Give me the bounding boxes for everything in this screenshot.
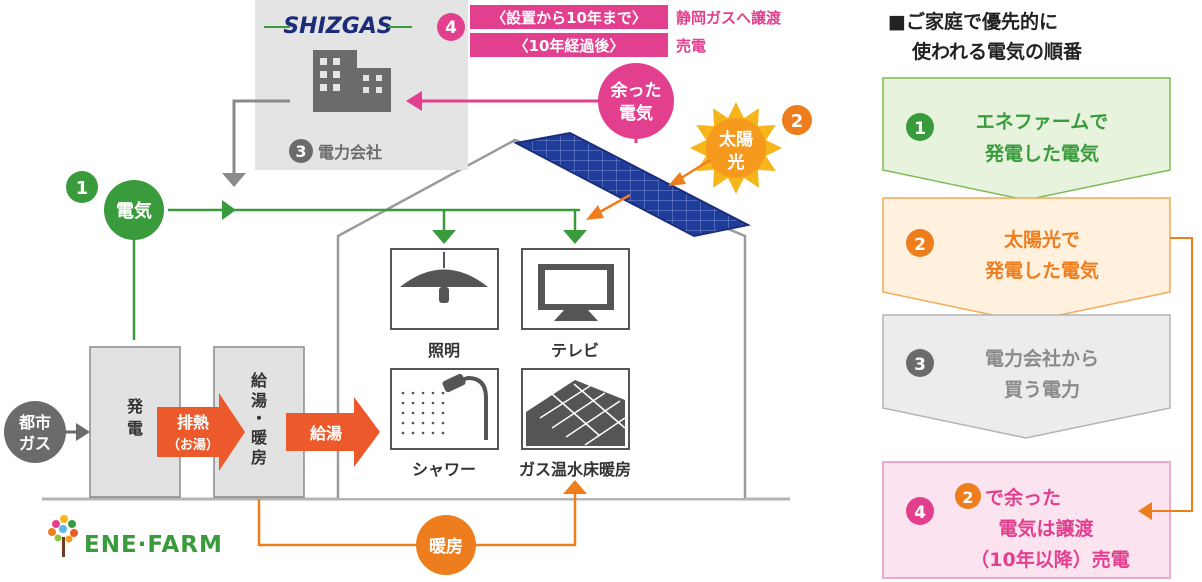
grid-arrow-head [222, 173, 246, 187]
priority-title-2: 使われる電気の順番 [911, 40, 1083, 63]
svg-text:・: ・ [251, 409, 267, 428]
sun-icon [690, 102, 782, 194]
floor-heating-label: ガス温水床暖房 [519, 460, 631, 479]
priority-title-1: ■ご家庭で優先的に [888, 10, 1058, 33]
shizgas-logo: SHIZGAS [283, 14, 392, 39]
svg-text:エネファームで: エネファームで [976, 111, 1108, 133]
floor-heating-icon [526, 380, 626, 446]
svg-text:発電した電気: 発電した電気 [984, 259, 1099, 282]
svg-text:2: 2 [791, 111, 804, 132]
city-gas-circle [4, 401, 66, 463]
waste-heat-arrow [157, 393, 245, 471]
svg-text:給湯: 給湯 [310, 424, 342, 443]
svg-text:房: 房 [251, 448, 267, 467]
svg-text:光: 光 [727, 152, 745, 173]
lighting-label: 照明 [428, 341, 460, 360]
building-icon [313, 50, 391, 112]
svg-text:で余った: で余った [985, 486, 1061, 509]
svg-text:電気: 電気 [116, 200, 152, 222]
sale-text-2: 売電 [676, 37, 706, 55]
tv-label: テレビ [551, 341, 599, 360]
svg-text:排熱: 排熱 [177, 413, 209, 432]
gas-arrow-head [76, 423, 90, 441]
enefarm-tree-logo [48, 515, 78, 557]
svg-text:都市: 都市 [18, 413, 51, 432]
svg-text:〈10年経過後〉: 〈10年経過後〉 [514, 37, 625, 55]
shower-label: シャワー [412, 460, 476, 479]
solar-panel-icon [512, 131, 751, 238]
step-2-badge [782, 105, 812, 135]
svg-text:発電した電気: 発電した電気 [984, 142, 1099, 165]
solar-arrow [597, 193, 631, 215]
svg-text:1: 1 [76, 178, 89, 199]
svg-text:3: 3 [914, 355, 926, 375]
svg-text:3: 3 [295, 142, 306, 161]
svg-text:1: 1 [914, 119, 926, 139]
svg-text:余った: 余った [610, 80, 662, 101]
step-connector-line [1150, 237, 1193, 512]
svg-text:（10年以降）売電: （10年以降）売電 [970, 548, 1129, 571]
svg-text:〈設置から10年まで〉: 〈設置から10年まで〉 [491, 9, 647, 27]
surplus-arrow-head [406, 91, 422, 111]
svg-text:ガス: ガス [19, 434, 51, 453]
sale-text-1: 静岡ガスへ譲渡 [676, 9, 782, 27]
svg-text:4: 4 [914, 503, 926, 523]
priority-step-4 [882, 461, 1171, 579]
svg-text:暖: 暖 [251, 428, 268, 447]
svg-text:買う電力: 買う電力 [1004, 378, 1080, 401]
heating-arrow-head [563, 480, 587, 494]
electricity-arrow-head [222, 200, 236, 220]
svg-text:4: 4 [445, 18, 457, 38]
heating-circle [416, 515, 476, 575]
step-connector-arrow [1138, 502, 1152, 520]
svg-text:（お湯）: （お湯） [167, 437, 219, 453]
priority-step-2 [882, 197, 1171, 323]
sale-tag-1 [470, 5, 668, 29]
svg-text:電気は譲渡: 電気は譲渡 [998, 517, 1094, 540]
svg-text:太陽: 太陽 [719, 129, 753, 150]
tv-icon [538, 264, 614, 321]
lamp-icon [400, 252, 488, 303]
surplus-circle [598, 63, 674, 139]
svg-text:給: 給 [251, 371, 268, 390]
electricity-circle [104, 180, 164, 240]
svg-text:発: 発 [126, 397, 144, 416]
step-3-badge [289, 139, 313, 163]
svg-text:太陽光で: 太陽光で [1004, 228, 1080, 251]
svg-text:湯: 湯 [251, 391, 267, 410]
sale-tag-2 [470, 33, 668, 57]
svg-text:2: 2 [914, 235, 926, 255]
enefarm-brand-text: ENE·FARM [84, 532, 223, 558]
priority-step-1 [882, 77, 1171, 201]
svg-text:電気: 電気 [619, 103, 653, 124]
priority-step-3 [882, 314, 1171, 439]
svg-text:電: 電 [127, 419, 143, 438]
hot-water-arrow [286, 397, 380, 467]
svg-text:2: 2 [962, 488, 973, 507]
svg-text:電力会社から: 電力会社から [985, 347, 1099, 370]
svg-text:暖房: 暖房 [429, 536, 463, 557]
power-company-label: 電力会社 [318, 143, 382, 162]
step-4-badge [437, 13, 465, 41]
grid-arrow-line [232, 99, 290, 176]
shower-icon [396, 373, 488, 440]
step-1-badge [66, 171, 98, 203]
